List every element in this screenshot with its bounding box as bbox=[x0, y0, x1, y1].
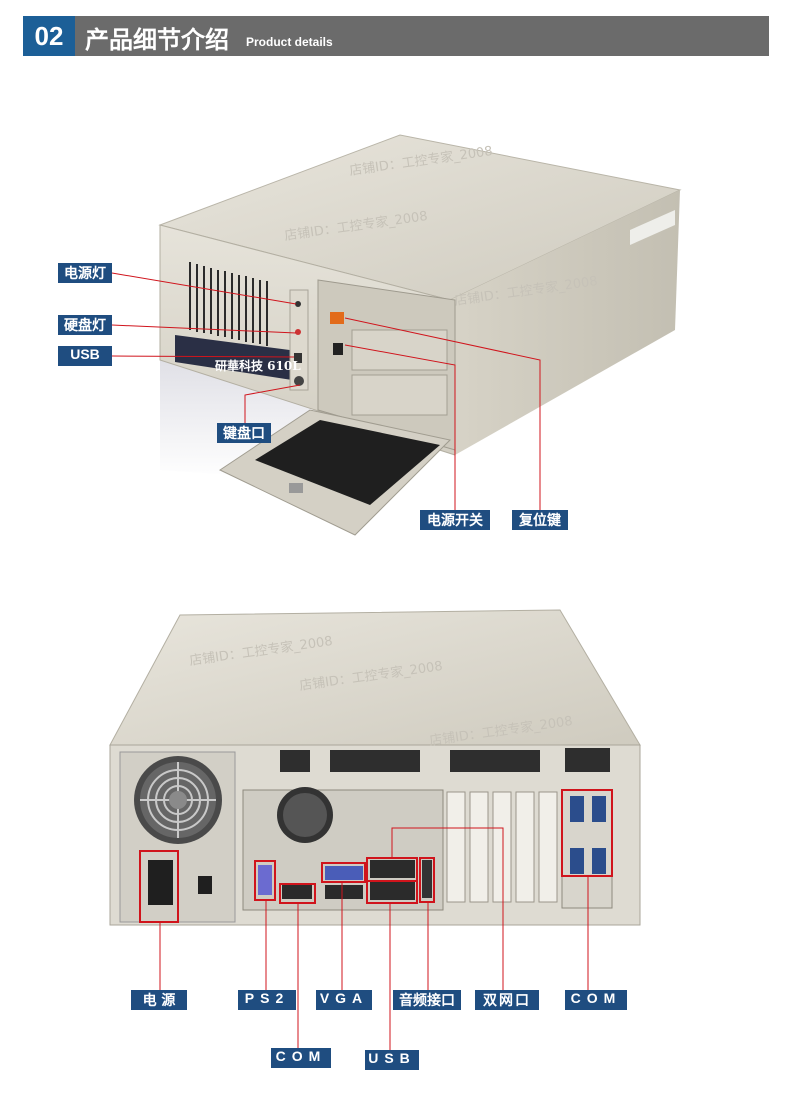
label-keyboard-port: 键盘口 bbox=[217, 423, 271, 443]
section-number: 02 bbox=[23, 16, 75, 56]
label-hdd-light: 硬盘灯 bbox=[58, 315, 112, 335]
front-callout-lines bbox=[111, 272, 541, 510]
section-title: 产品细节介绍 bbox=[85, 26, 229, 54]
section-subtitle: Product details bbox=[246, 35, 333, 49]
label-power-light: 电源灯 bbox=[58, 263, 112, 283]
front-case-image: 店铺ID：工控专家_2008 店铺ID：工控专家_2008 店铺ID：工控专家_… bbox=[158, 134, 682, 536]
label-ps2: PS2 bbox=[238, 990, 296, 1010]
label-com-right: COM bbox=[565, 990, 627, 1010]
rear-callout-lines bbox=[159, 827, 589, 1050]
rear-case-image: 店铺ID：工控专家_2008 店铺ID：工控专家_2008 店铺ID：工控专家_… bbox=[109, 609, 641, 926]
label-com-bottom: COM bbox=[271, 1048, 331, 1068]
label-audio: 音频接口 bbox=[393, 990, 461, 1010]
label-usb-front: USB bbox=[58, 346, 112, 366]
label-power: 电 源 bbox=[131, 990, 187, 1010]
front-brand-text: 研華科技 610L bbox=[215, 358, 301, 373]
label-vga: VGA bbox=[316, 990, 372, 1010]
section-header: 02 产品细节介绍 Product details bbox=[23, 16, 769, 56]
label-usb-rear: USB bbox=[365, 1050, 419, 1070]
label-dual-lan: 双网口 bbox=[475, 990, 539, 1010]
label-power-switch: 电源开关 bbox=[420, 510, 490, 530]
label-reset-button: 复位键 bbox=[512, 510, 568, 530]
